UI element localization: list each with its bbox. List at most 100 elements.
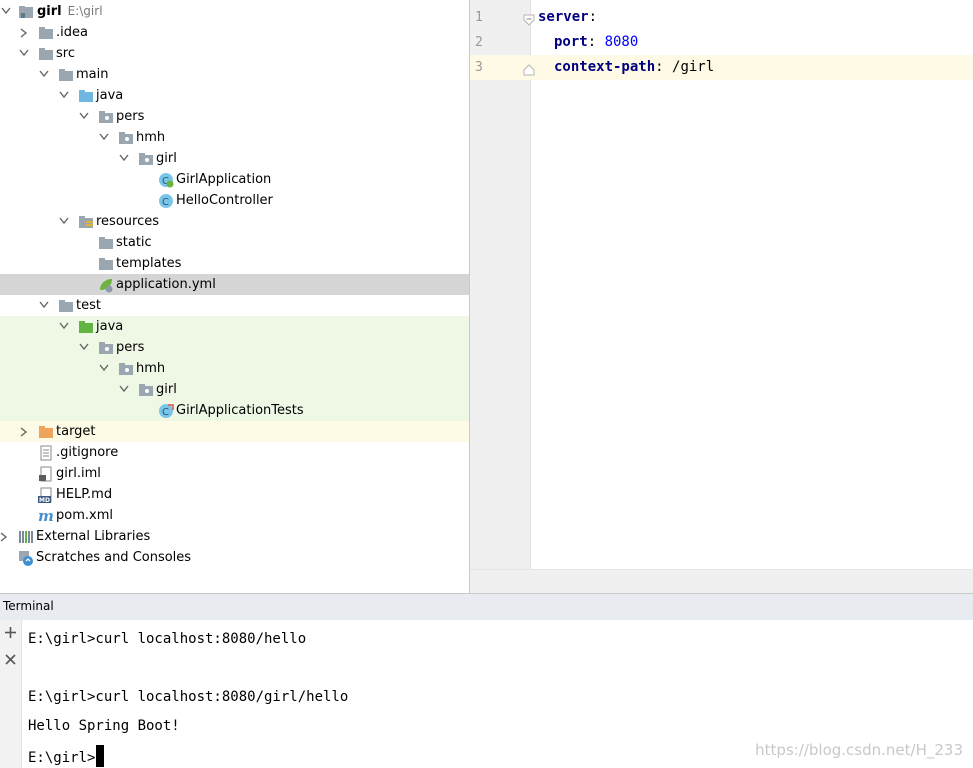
class-icon: C bbox=[158, 193, 174, 209]
text-file-icon bbox=[38, 445, 54, 461]
chevron-down-icon[interactable] bbox=[38, 295, 50, 316]
tree-row-label: java bbox=[96, 88, 124, 103]
watermark: https://blog.csdn.net/H_233 bbox=[755, 741, 963, 759]
tree-row-pom-xml[interactable]: m pom.xml bbox=[0, 505, 469, 526]
terminal-output[interactable]: E:\girl>curl localhost:8080/hello E:\gir… bbox=[22, 620, 973, 768]
test-folder-icon bbox=[78, 319, 94, 335]
tree-row-resources[interactable]: resources bbox=[0, 211, 469, 232]
resources-folder-icon bbox=[78, 214, 94, 230]
markdown-file-icon: MD bbox=[38, 487, 54, 503]
chevron-right-icon[interactable] bbox=[18, 421, 30, 442]
package-icon bbox=[98, 340, 114, 356]
chevron-down-icon[interactable] bbox=[18, 43, 30, 64]
yaml-separator: : bbox=[587, 34, 605, 50]
text-cursor bbox=[96, 745, 105, 767]
yaml-separator: : bbox=[655, 59, 673, 75]
tree-row-label: Scratches and Consoles bbox=[36, 550, 192, 565]
tree-row-label: application.yml bbox=[116, 277, 216, 292]
panel-splitter[interactable] bbox=[469, 0, 470, 593]
tree-row-label: target bbox=[56, 424, 96, 439]
folder-icon bbox=[98, 256, 114, 272]
tree-row-girl-package[interactable]: girl bbox=[0, 148, 469, 169]
yaml-key: port bbox=[554, 34, 588, 50]
fold-end-icon[interactable] bbox=[523, 60, 535, 85]
chevron-down-icon[interactable] bbox=[118, 379, 130, 400]
tree-row-label: static bbox=[116, 235, 152, 250]
svg-text:C: C bbox=[162, 407, 169, 418]
tree-row-java-main[interactable]: java bbox=[0, 85, 469, 106]
yaml-key: server bbox=[538, 9, 589, 25]
tree-row-static[interactable]: static bbox=[0, 232, 469, 253]
yaml-number-value: 8080 bbox=[604, 34, 639, 50]
tree-row-templates[interactable]: templates bbox=[0, 253, 469, 274]
tree-row-test[interactable]: test bbox=[0, 295, 469, 316]
folder-icon bbox=[38, 46, 54, 62]
terminal-prompt-line[interactable]: E:\girl> bbox=[28, 745, 105, 767]
package-icon bbox=[138, 382, 154, 398]
chevron-down-icon[interactable] bbox=[78, 106, 90, 127]
chevron-down-icon[interactable] bbox=[58, 316, 70, 337]
chevron-down-icon[interactable] bbox=[58, 211, 70, 232]
code-line[interactable]: 2 port: 8080 bbox=[470, 30, 973, 55]
svg-text:C: C bbox=[162, 176, 169, 187]
tree-row-external-libraries[interactable]: External Libraries bbox=[0, 526, 469, 547]
tree-row-pers-test[interactable]: pers bbox=[0, 337, 469, 358]
yaml-string-value: /girl bbox=[672, 59, 715, 75]
code-line[interactable]: 1 server: bbox=[470, 5, 973, 30]
tree-row-hmh-test[interactable]: hmh bbox=[0, 358, 469, 379]
close-session-icon[interactable] bbox=[2, 651, 19, 668]
tree-row-label: pers bbox=[116, 340, 145, 355]
chevron-down-icon[interactable] bbox=[78, 337, 90, 358]
spring-boot-class-icon: C bbox=[158, 172, 174, 188]
chevron-down-icon[interactable] bbox=[0, 1, 12, 22]
terminal-line: Hello Spring Boot! bbox=[28, 718, 180, 734]
svg-text:m: m bbox=[38, 508, 54, 524]
terminal-line: E:\girl>curl localhost:8080/girl/hello bbox=[28, 689, 349, 705]
tree-row-label: .gitignore bbox=[56, 445, 119, 460]
tree-row-girlapplicationtests[interactable]: C GirlApplicationTests bbox=[0, 400, 469, 421]
tree-row-pers[interactable]: pers bbox=[0, 106, 469, 127]
chevron-down-icon[interactable] bbox=[58, 85, 70, 106]
fold-open-icon[interactable] bbox=[523, 10, 535, 35]
folder-icon bbox=[98, 235, 114, 251]
spring-yml-icon bbox=[98, 277, 114, 293]
tree-row-gitignore[interactable]: .gitignore bbox=[0, 442, 469, 463]
chevron-down-icon[interactable] bbox=[38, 64, 50, 85]
editor-gutter bbox=[470, 0, 530, 569]
tree-row-label: External Libraries bbox=[36, 529, 151, 544]
tree-row-label: hmh bbox=[136, 361, 166, 376]
tree-row-src[interactable]: src bbox=[0, 43, 469, 64]
source-folder-icon bbox=[78, 88, 94, 104]
terminal-title[interactable]: Terminal bbox=[3, 599, 54, 613]
line-number: 3 bbox=[475, 60, 483, 75]
chevron-down-icon[interactable] bbox=[118, 148, 130, 169]
tree-row-idea[interactable]: .idea bbox=[0, 22, 469, 43]
code-line-current[interactable]: 3 context-path: /girl bbox=[470, 55, 973, 80]
tree-row-scratches[interactable]: Scratches and Consoles bbox=[0, 547, 469, 568]
tree-row-application-yml[interactable]: application.yml bbox=[0, 274, 469, 295]
folder-icon bbox=[58, 67, 74, 83]
chevron-down-icon[interactable] bbox=[98, 127, 110, 148]
package-icon bbox=[118, 130, 134, 146]
scratches-icon bbox=[18, 550, 34, 566]
tree-row-girlapplication[interactable]: C GirlApplication bbox=[0, 169, 469, 190]
tree-row-girl-iml[interactable]: girl.iml bbox=[0, 463, 469, 484]
editor-pane[interactable]: 1 server: 2 port: 8080 3 context-path: /… bbox=[470, 0, 973, 594]
chevron-right-icon[interactable] bbox=[0, 526, 10, 547]
tree-row-target[interactable]: target bbox=[0, 421, 469, 442]
chevron-down-icon[interactable] bbox=[98, 358, 110, 379]
terminal-line: E:\girl>curl localhost:8080/hello bbox=[28, 631, 307, 647]
tree-row-help-md[interactable]: MD HELP.md bbox=[0, 484, 469, 505]
tree-row-main[interactable]: main bbox=[0, 64, 469, 85]
new-session-icon[interactable] bbox=[2, 624, 19, 641]
tree-row-hellocontroller[interactable]: C HelloController bbox=[0, 190, 469, 211]
terminal-prompt: E:\girl> bbox=[28, 750, 96, 766]
tree-row-label: girl bbox=[156, 151, 177, 166]
tree-row-java-test[interactable]: java bbox=[0, 316, 469, 337]
chevron-right-icon[interactable] bbox=[18, 22, 30, 43]
tree-row-hmh[interactable]: hmh bbox=[0, 127, 469, 148]
tree-row-girl-test-package[interactable]: girl bbox=[0, 379, 469, 400]
tree-row-label: HelloController bbox=[176, 193, 273, 208]
